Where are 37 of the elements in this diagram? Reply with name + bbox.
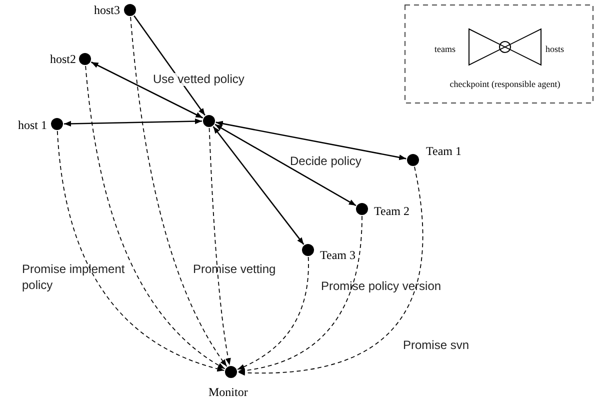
node-dot (302, 244, 314, 256)
arrow (214, 124, 356, 206)
node-name: host3 (94, 4, 120, 17)
arrow (216, 120, 406, 160)
annotation-text: Promise svn (403, 338, 470, 352)
node-dot (124, 4, 136, 16)
legend-text: teams (434, 45, 456, 55)
arrow (134, 15, 206, 116)
annotation-text: Promise vetting (193, 262, 276, 276)
arrow (64, 118, 202, 127)
arrow (90, 62, 204, 118)
node-dot (51, 118, 63, 130)
node-name: Team 3 (320, 248, 356, 262)
node-name: host 1 (18, 118, 48, 132)
annotation-text: Promise implement policy (22, 261, 126, 294)
dashed-arrow (238, 166, 424, 376)
node-dot (356, 203, 368, 215)
arrow (212, 126, 304, 245)
node-dot (203, 115, 215, 127)
node-name: host2 (50, 52, 76, 66)
node-name: Team 1 (426, 144, 462, 158)
node-dot (79, 53, 91, 65)
node-name: Team 2 (374, 204, 410, 218)
node-dot (407, 154, 419, 166)
dashed-arrow (237, 256, 309, 370)
dashed-arrow (208, 128, 231, 366)
node-dot (225, 366, 237, 378)
annotation-text: Promise policy version (321, 280, 442, 293)
annotation-text: Use vetted policy (153, 72, 244, 86)
dashed-arrow (85, 66, 226, 370)
dashed-arrow (56, 130, 225, 372)
node-name: Monitor (208, 386, 248, 399)
dashed-arrow (238, 216, 362, 374)
legend-text: checkpoint (responsible agent) (448, 78, 562, 90)
annotation-text: Decide policy (290, 154, 362, 168)
legend-text: hosts (546, 45, 564, 55)
dashed-arrow (130, 16, 228, 367)
